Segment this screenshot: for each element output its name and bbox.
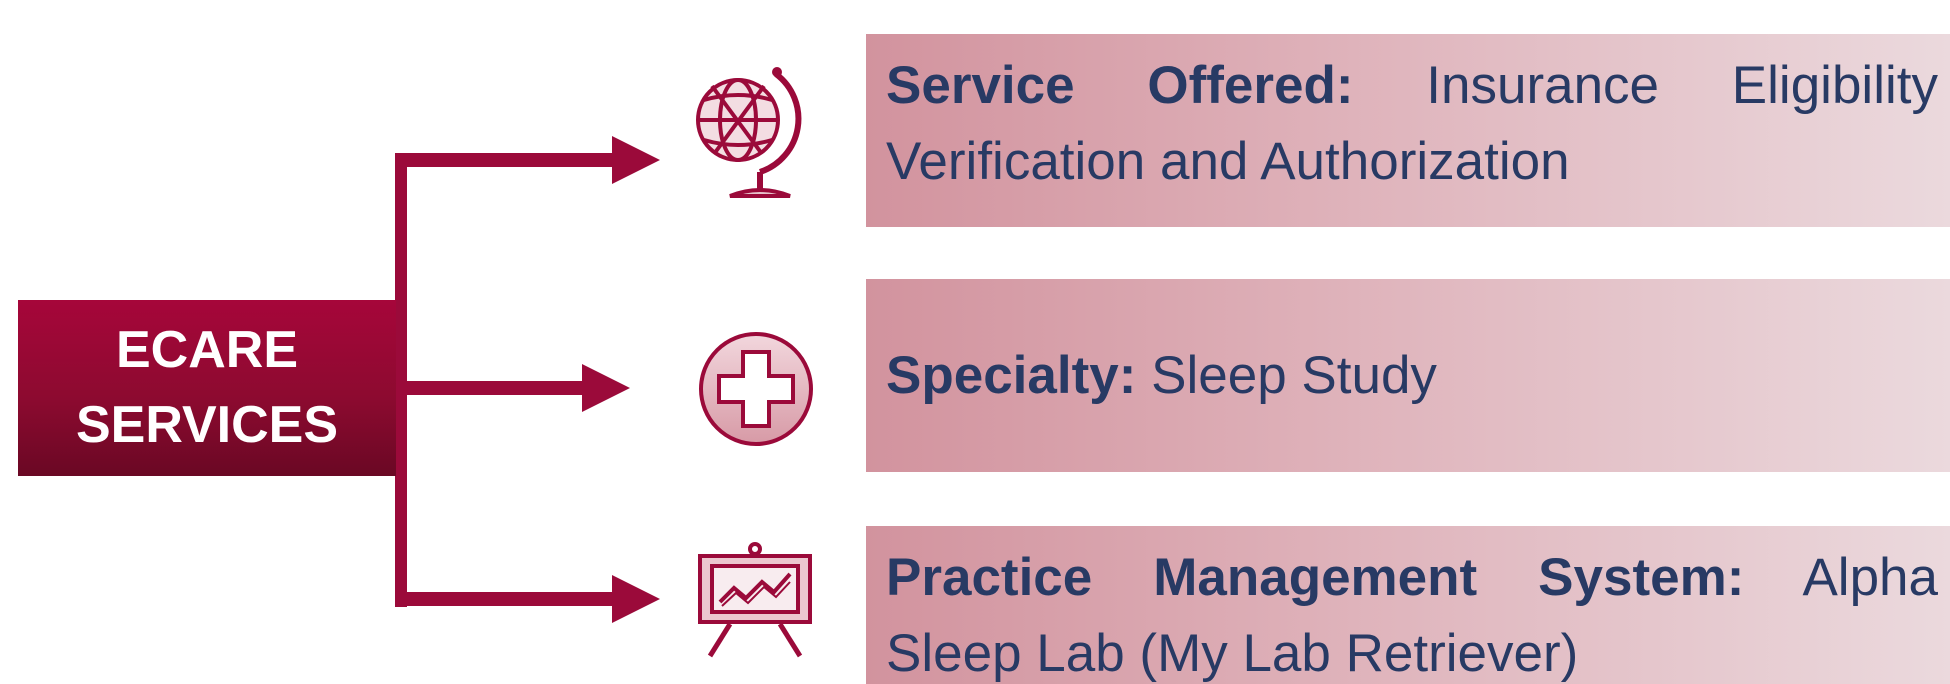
panel-label-service-offered: Service Offered: <box>886 56 1354 115</box>
panel-text-service-offered: Insurance Eligibility Verification and A… <box>886 56 1938 191</box>
panel-specialty: Specialty: Sleep Study <box>866 279 1950 472</box>
arrow-head-bottom <box>612 575 660 623</box>
branch-line-middle <box>372 381 586 395</box>
medical-cross-icon <box>699 332 813 446</box>
root-node: ECARE SERVICES <box>18 300 396 476</box>
globe-icon <box>696 67 802 198</box>
presentation-board-icon <box>698 542 812 658</box>
root-title-line1: ECARE <box>115 320 299 379</box>
panel-text-practice-management: Alpha Sleep Lab (My Lab Retriever) <box>886 548 1938 683</box>
trunk-line <box>395 154 407 607</box>
branch-line-bottom <box>395 592 617 606</box>
arrow-head-middle <box>582 364 630 412</box>
arrow-head-top <box>612 136 660 184</box>
panel-text-specialty: Sleep Study <box>1151 345 1437 405</box>
panel-practice-management: Practice Management System: Alpha Sleep … <box>866 526 1950 684</box>
root-title-line2: SERVICES <box>75 396 339 454</box>
panel-service-offered: Service Offered: Insurance Eligibility V… <box>866 34 1950 227</box>
panel-label-specialty: Specialty: <box>886 345 1137 405</box>
branch-line-top <box>395 153 617 167</box>
panel-label-practice-management: Practice Management System: <box>886 548 1745 607</box>
